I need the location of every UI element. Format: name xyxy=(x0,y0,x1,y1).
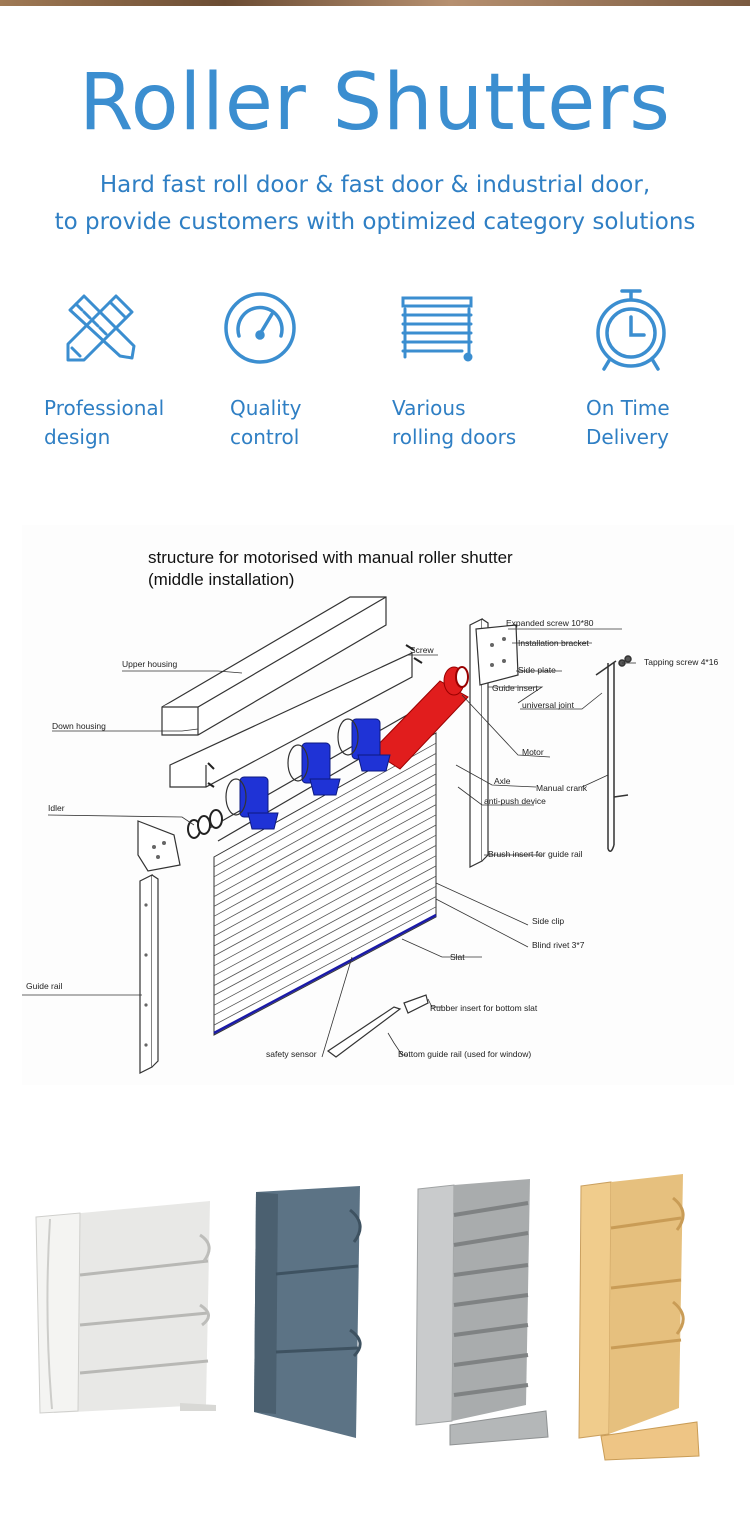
label-screw: Screw xyxy=(410,645,434,655)
diagram-subtitle: (middle installation) xyxy=(148,570,294,589)
feature-line: Delivery xyxy=(586,425,670,449)
feature-line: Professional xyxy=(44,396,165,420)
subtitle-line-1: Hard fast roll door & fast door & indust… xyxy=(99,172,651,198)
bottom-slat-sensor-strip xyxy=(213,913,437,1035)
label-manual-crank: Manual crank xyxy=(536,783,588,793)
label-brush-insert: Brush insert for guide rail xyxy=(488,849,583,859)
label-axle: Axle xyxy=(494,776,511,786)
label-upper-housing: Upper housing xyxy=(122,659,178,669)
page-title: Roller Shutters xyxy=(79,58,671,148)
label-tapping-screw: Tapping screw 4*16 xyxy=(644,657,718,667)
axle-rings xyxy=(225,718,359,816)
diagram-title: structure for motorised with manual roll… xyxy=(148,548,513,567)
left-guide-rail xyxy=(137,820,181,1074)
feature-label-on-time-delivery: On Time Delivery xyxy=(586,394,670,452)
label-universal-joint: universal joint xyxy=(522,700,575,710)
right-guide-rail xyxy=(469,618,519,868)
label-expanded-screw: Expanded screw 10*80 xyxy=(506,618,594,628)
rolling-door-icon xyxy=(401,296,473,362)
feature-line: rolling doors xyxy=(392,425,517,449)
manual-crank xyxy=(595,655,632,852)
screws xyxy=(207,644,423,788)
wood-profile-image xyxy=(578,1174,700,1461)
subtitle-line-2: to provide customers with optimized cate… xyxy=(54,209,696,235)
slat-curtain xyxy=(213,732,437,1036)
label-safety-sensor: safety sensor xyxy=(266,1049,317,1059)
alarm-clock-icon xyxy=(596,289,666,371)
gauge-icon xyxy=(224,292,296,364)
blue-brackets xyxy=(239,718,391,830)
idler xyxy=(187,809,223,839)
label-idler: Idler xyxy=(48,803,65,813)
feature-line: design xyxy=(44,425,111,449)
bottom-guide-rail xyxy=(326,994,429,1058)
feature-line: Quality xyxy=(230,396,302,420)
white-profile-image xyxy=(35,1201,216,1414)
label-anti-push-device: anti-push device xyxy=(484,796,546,806)
label-bottom-guide-rail: Bottom guide rail (used for window) xyxy=(398,1049,531,1059)
label-blind-rivet: Blind rivet 3*7 xyxy=(532,940,585,950)
motor xyxy=(371,666,469,770)
blue-grey-profile-image xyxy=(254,1186,362,1438)
top-banner-strip xyxy=(0,0,750,6)
down-housing xyxy=(169,652,413,788)
feature-label-professional-design: Professional design xyxy=(44,394,164,452)
label-guide-rail: Guide rail xyxy=(26,981,62,991)
feature-label-various-rolling-doors: Various rolling doors xyxy=(392,394,516,452)
label-side-plate: Side plate xyxy=(518,665,556,675)
upper-housing xyxy=(161,596,387,736)
label-guide-insert: Guide insert xyxy=(492,683,538,693)
feature-label-quality-control: Quality control xyxy=(230,394,301,452)
leader-lines xyxy=(22,628,636,1058)
label-rubber-insert: Rubber insert for bottom slat xyxy=(430,1003,538,1013)
label-down-housing: Down housing xyxy=(52,721,106,731)
feature-line: On Time xyxy=(586,396,670,420)
label-slat: Slat xyxy=(450,952,465,962)
label-side-clip: Side clip xyxy=(532,916,564,926)
bracket-holes xyxy=(490,637,506,667)
silver-profile-image xyxy=(415,1179,549,1446)
roller-shutter-structure-diagram: structure for motorised with manual roll… xyxy=(22,525,734,1085)
label-installation-bracket: Installation bracket xyxy=(518,638,590,648)
label-motor: Motor xyxy=(522,747,544,757)
feature-line: control xyxy=(230,425,300,449)
guide-rail-holes xyxy=(144,841,166,1047)
feature-line: Various xyxy=(392,396,466,420)
ruler-pencil-icon xyxy=(66,294,136,362)
